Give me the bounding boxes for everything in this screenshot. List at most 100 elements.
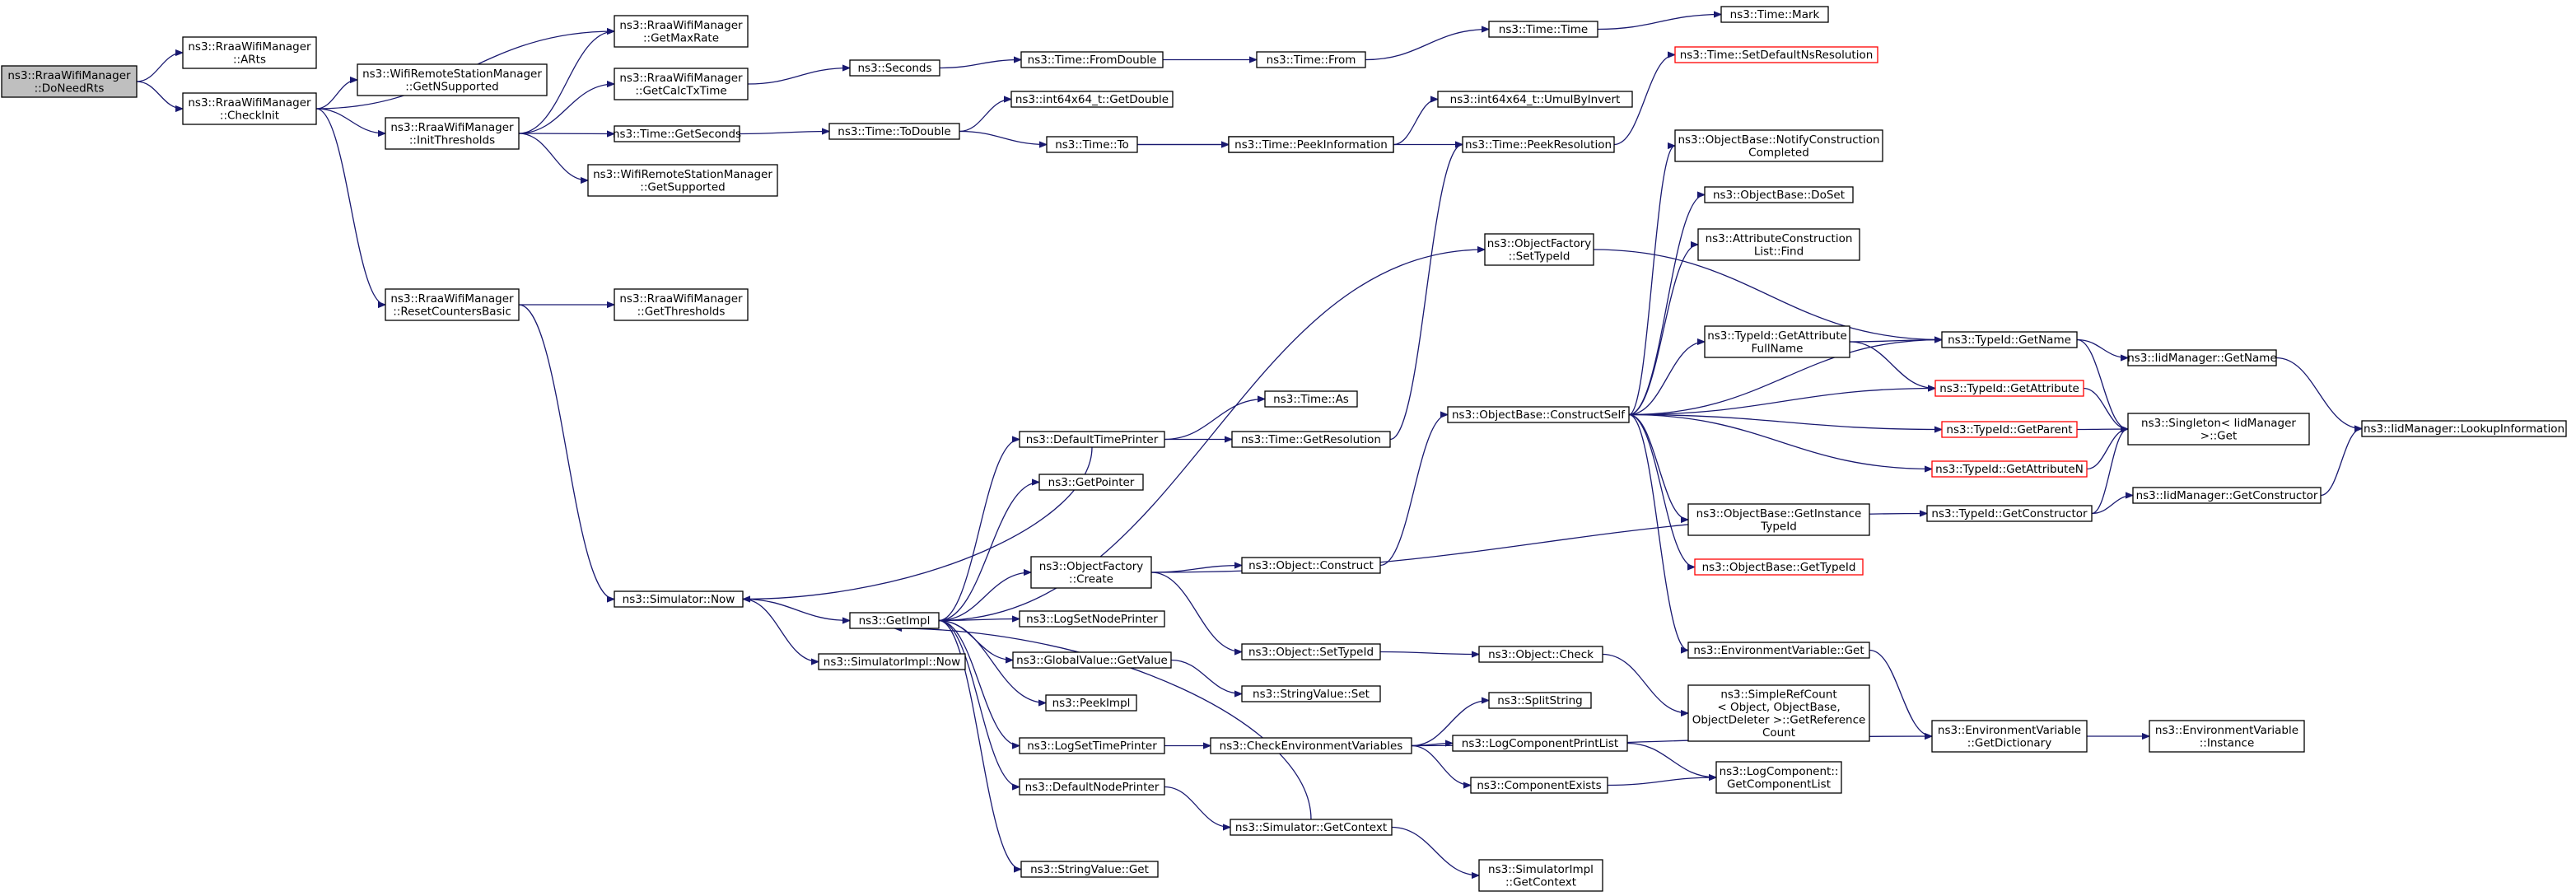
node-default-time-printer[interactable]: ns3::DefaultTimePrinter	[1019, 431, 1165, 448]
node-label: ns3::IidManager::LookupInformation	[2364, 422, 2564, 436]
node-get-max-rate[interactable]: ns3::RraaWifiManager::GetMaxRate	[614, 15, 749, 48]
node-box	[828, 123, 960, 140]
node-time-get-seconds[interactable]: ns3::Time::GetSeconds	[613, 125, 741, 142]
node-object-base-get-type-id[interactable]: ns3::ObjectBase::GetTypeId	[1694, 558, 1864, 576]
node-simulator-impl-get-context[interactable]: ns3::SimulatorImpl::GetContext	[1478, 859, 1603, 892]
node-log-set-time-printer[interactable]: ns3::LogSetTimePrinter	[1019, 737, 1165, 754]
edge-get-impl-to-ofset-type-id	[938, 250, 1485, 622]
node-get-impl[interactable]: ns3::GetImpl	[849, 612, 940, 629]
node-box	[1674, 129, 1883, 162]
node-get-calc-tx-time[interactable]: ns3::RraaWifiManager::GetCalcTxTime	[614, 68, 749, 100]
node-time-to[interactable]: ns3::Time::To	[1046, 136, 1138, 153]
node-label: ::Instance	[2200, 736, 2255, 749]
node-check-init[interactable]: ns3::RraaWifiManager::CheckInit	[182, 92, 317, 125]
node-env-instance[interactable]: ns3::EnvironmentVariable::Instance	[2149, 720, 2305, 753]
node-default-node-printer[interactable]: ns3::DefaultNodePrinter	[1019, 778, 1165, 796]
node-simulator-now[interactable]: ns3::Simulator::Now	[614, 590, 744, 608]
node-peek-information[interactable]: ns3::Time::PeekInformation	[1228, 136, 1394, 153]
node-set-default-ns-resolution[interactable]: ns3::Time::SetDefaultNsResolution	[1674, 46, 1878, 63]
node-box	[1019, 610, 1165, 628]
node-get-double[interactable]: ns3::int64x64_t::GetDouble	[1010, 91, 1174, 108]
node-get-name[interactable]: ns3::TypeId::GetName	[1941, 331, 2078, 348]
node-umul-by-invert[interactable]: ns3::int64x64_t::UmulByInvert	[1437, 91, 1633, 108]
node-reset-counters-basic[interactable]: ns3::RraaWifiManager::ResetCountersBasic	[385, 288, 520, 321]
node-init-thresholds[interactable]: ns3::RraaWifiManager::InitThresholds	[385, 117, 520, 150]
node-do-set[interactable]: ns3::ObjectBase::DoSet	[1704, 186, 1854, 203]
node-construct-self[interactable]: ns3::ObjectBase::ConstructSelf	[1447, 406, 1630, 423]
edge-iid-get-name-to-lookup-information	[2275, 357, 2362, 429]
node-object-check[interactable]: ns3::Object::Check	[1478, 646, 1603, 663]
node-notify-construction-completed[interactable]: ns3::ObjectBase::NotifyConstructionCompl…	[1674, 129, 1883, 162]
node-label: ns3::IidManager::GetConstructor	[2136, 489, 2318, 502]
node-lookup-information[interactable]: ns3::IidManager::LookupInformation	[2361, 420, 2567, 437]
edge-check-init-to-get-nsupported	[315, 80, 358, 110]
node-string-value-set[interactable]: ns3::StringValue::Set	[1241, 685, 1381, 702]
node-get-parent[interactable]: ns3::TypeId::GetParent	[1941, 421, 2078, 438]
node-label: ns3::EnvironmentVariable::Get	[1693, 644, 1864, 657]
node-peek-resolution[interactable]: ns3::Time::PeekResolution	[1462, 136, 1615, 153]
node-simple-ref-count[interactable]: ns3::SimpleRefCount< Object, ObjectBase,…	[1687, 684, 1870, 742]
node-label: ns3::ObjectBase::DoSet	[1713, 189, 1845, 202]
node-log-set-node-printer[interactable]: ns3::LogSetNodePrinter	[1019, 610, 1165, 628]
node-box	[357, 63, 548, 96]
node-ofcreate[interactable]: ns3::ObjectFactory::Create	[1030, 556, 1152, 589]
node-label: ns3::Time::Mark	[1730, 8, 1820, 21]
node-label: Count	[1762, 726, 1795, 740]
node-from-double[interactable]: ns3::Time::FromDouble	[1020, 51, 1164, 68]
node-mark[interactable]: ns3::Time::Mark	[1720, 6, 1829, 23]
node-label: ns3::SplitString	[1497, 694, 1583, 707]
node-simulator-impl-now[interactable]: ns3::SimulatorImpl::Now	[818, 653, 966, 670]
node-box	[1931, 720, 2088, 753]
node-iid-get-name[interactable]: ns3::IidManager::GetName	[2127, 349, 2277, 366]
node-get-thresholds[interactable]: ns3::RraaWifiManager::GetThresholds	[614, 288, 749, 321]
node-time-as[interactable]: ns3::Time::As	[1264, 390, 1358, 408]
edge-to-double-to-get-double	[959, 100, 1011, 133]
node-to-double[interactable]: ns3::Time::ToDouble	[828, 123, 960, 140]
node-label: ::GetDictionary	[1967, 736, 2051, 749]
nodes: ns3::RraaWifiManager::DoNeedRtsns3::Rraa…	[1, 6, 2567, 892]
node-env-get-dictionary[interactable]: ns3::EnvironmentVariable::GetDictionary	[1931, 720, 2088, 753]
node-label: ns3::DefaultNodePrinter	[1025, 781, 1160, 794]
edge-get-name-to-iid-get-name	[2076, 338, 2128, 358]
node-get-attribute[interactable]: ns3::TypeId::GetAttribute	[1934, 380, 2084, 397]
node-peek-impl[interactable]: ns3::PeekImpl	[1045, 694, 1137, 712]
node-get-component-list[interactable]: ns3::LogComponent::GetComponentList	[1715, 761, 1842, 794]
edge-check-environment-variables-to-split-string	[1411, 701, 1489, 747]
node-singleton-get[interactable]: ns3::Singleton< IidManager >::Get	[2127, 413, 2310, 446]
node-check-environment-variables[interactable]: ns3::CheckEnvironmentVariables	[1210, 737, 1412, 754]
node-label: ns3::Object::Construct	[1248, 559, 1374, 572]
node-get-resolution[interactable]: ns3::Time::GetResolution	[1231, 431, 1391, 448]
node-box	[1488, 692, 1592, 709]
node-get-pointer[interactable]: ns3::GetPointer	[1038, 474, 1144, 491]
node-get-attribute-n[interactable]: ns3::TypeId::GetAttributeN	[1931, 460, 2088, 478]
node-label: TypeId	[1760, 520, 1797, 533]
node-log-component-print-list[interactable]: ns3::LogComponentPrintList	[1452, 735, 1628, 752]
node-seconds[interactable]: ns3::Seconds	[849, 59, 940, 77]
node-label: ns3::Time::PeekInformation	[1234, 138, 1388, 152]
node-get-supported[interactable]: ns3::WifiRemoteStationManager::GetSuppor…	[587, 164, 778, 197]
node-split-string[interactable]: ns3::SplitString	[1488, 692, 1592, 709]
node-type-id-get-constructor[interactable]: ns3::TypeId::GetConstructor	[1926, 505, 2093, 522]
node-do-need-rts[interactable]: ns3::RraaWifiManager::DoNeedRts	[1, 65, 138, 98]
node-simulator-get-context[interactable]: ns3::Simulator::GetContext	[1230, 819, 1393, 836]
node-env-get[interactable]: ns3::EnvironmentVariable::Get	[1687, 642, 1870, 659]
node-arts[interactable]: ns3::RraaWifiManager::ARts	[182, 36, 317, 69]
node-box	[1687, 684, 1870, 742]
node-component-exists[interactable]: ns3::ComponentExists	[1470, 777, 1608, 794]
node-label: ns3::LogSetNodePrinter	[1026, 613, 1158, 626]
node-string-value-get[interactable]: ns3::StringValue::Get	[1020, 861, 1159, 878]
node-label: ns3::ObjectBase::GetInstance	[1696, 507, 1862, 520]
node-ofset-type-id[interactable]: ns3::ObjectFactory::SetTypeId	[1484, 233, 1594, 266]
node-global-value-get-value[interactable]: ns3::GlobalValue::GetValue	[1012, 651, 1172, 669]
node-get-nsupported[interactable]: ns3::WifiRemoteStationManager::GetNSuppo…	[357, 63, 548, 96]
node-from[interactable]: ns3::Time::From	[1256, 51, 1366, 68]
node-object-set-type-id[interactable]: ns3::Object::SetTypeId	[1241, 643, 1381, 660]
node-label: FullName	[1752, 342, 1804, 355]
node-iid-get-constructor[interactable]: ns3::IidManager::GetConstructor	[2132, 487, 2322, 504]
node-object-construct[interactable]: ns3::Object::Construct	[1241, 557, 1381, 574]
edge-construct-self-to-env-get	[1628, 413, 1689, 651]
node-time-time[interactable]: ns3::Time::Time	[1488, 21, 1598, 38]
